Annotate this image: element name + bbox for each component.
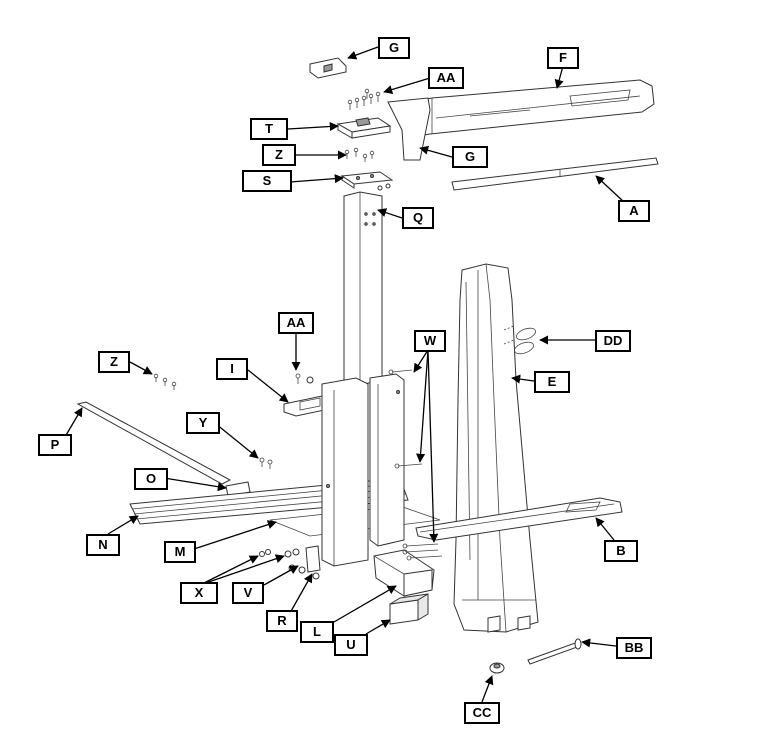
label-u: U xyxy=(334,634,368,656)
label-t: T xyxy=(250,118,288,140)
label-aa-mid: AA xyxy=(278,312,314,334)
part-aa-screws-top xyxy=(347,88,381,110)
part-t-bracket xyxy=(336,117,392,139)
part-dd-rings xyxy=(503,325,536,355)
label-x: X xyxy=(180,582,218,604)
part-b-rail xyxy=(415,497,623,541)
label-y: Y xyxy=(186,412,220,434)
label-z-top: Z xyxy=(262,144,296,166)
part-bb-bolt xyxy=(527,638,582,665)
part-g-cap xyxy=(309,57,347,79)
part-a-rail xyxy=(451,157,659,191)
label-cc: CC xyxy=(464,702,500,724)
label-b: B xyxy=(604,540,638,562)
part-z-screws-top xyxy=(344,147,375,162)
part-cc-nut xyxy=(489,662,505,674)
leader-lines xyxy=(61,46,625,703)
label-m: M xyxy=(164,541,196,563)
label-v: V xyxy=(232,582,264,604)
label-r: R xyxy=(266,610,298,632)
label-o: O xyxy=(134,468,168,490)
label-bb: BB xyxy=(616,637,652,659)
label-e: E xyxy=(534,371,570,393)
part-aa-screw xyxy=(295,373,301,384)
part-q-post xyxy=(343,191,383,385)
part-u-block xyxy=(389,593,429,625)
label-p: P xyxy=(38,434,72,456)
label-z-left: Z xyxy=(98,351,130,373)
part-p-strap xyxy=(76,401,232,485)
label-i: I xyxy=(216,358,248,380)
part-r-plate xyxy=(305,545,321,573)
part-r-uprights xyxy=(306,373,405,567)
part-x-nuts xyxy=(259,548,300,558)
part-z-screws-left xyxy=(153,373,177,390)
label-f: F xyxy=(547,47,579,69)
label-dd: DD xyxy=(595,330,631,352)
part-w-bolts xyxy=(388,369,443,561)
label-g-mid: G xyxy=(452,146,488,168)
part-e-shroud xyxy=(453,263,539,633)
part-y-screws xyxy=(259,457,273,469)
label-s: S xyxy=(242,170,292,192)
label-aa-top: AA xyxy=(428,67,464,89)
label-g-top: G xyxy=(378,37,410,59)
label-q: Q xyxy=(402,207,434,229)
label-a: A xyxy=(618,200,650,222)
part-s-plate xyxy=(340,171,394,191)
part-g-endcap xyxy=(387,97,431,161)
label-l: L xyxy=(300,621,334,643)
label-n: N xyxy=(86,534,120,556)
label-w: W xyxy=(414,330,446,352)
